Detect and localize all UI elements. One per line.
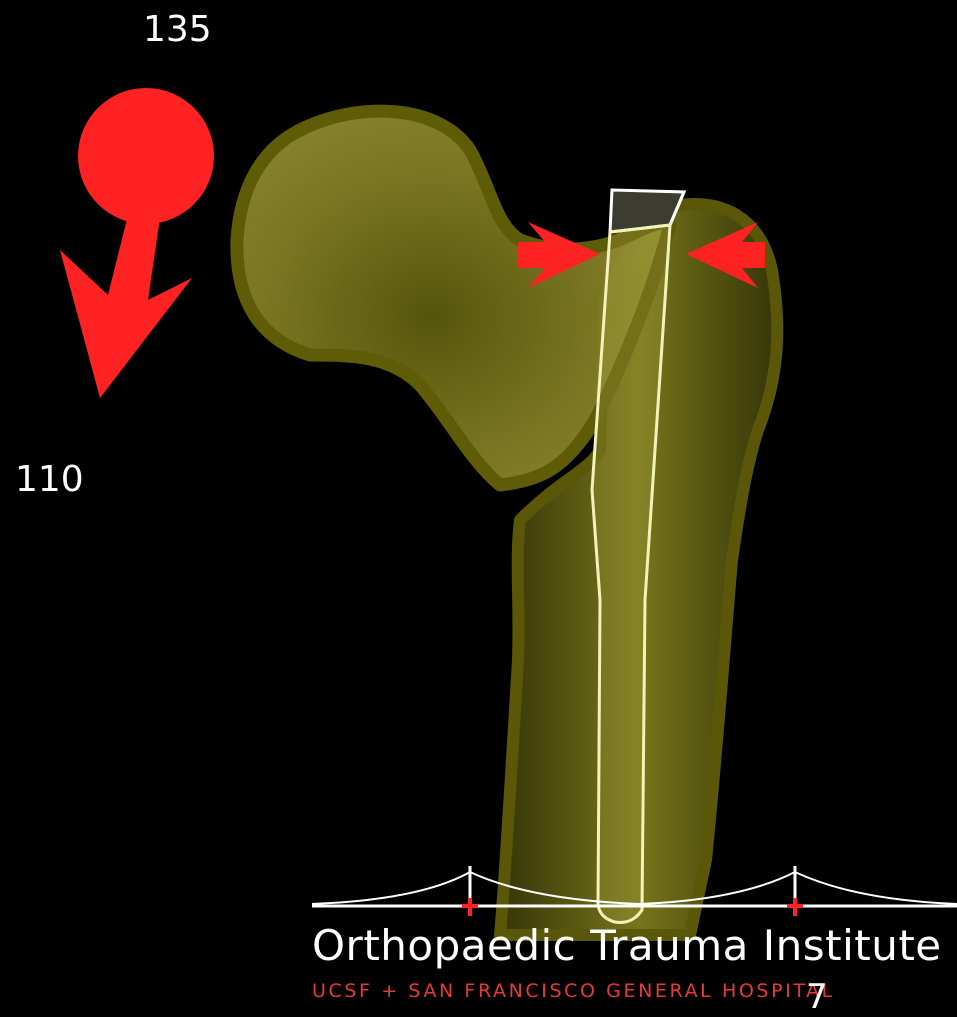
logo-title: Orthopaedic Trauma Institute [312,925,942,967]
logo-subtitle: UCSF + SAN FRANCISCO GENERAL HOSPITAL [312,982,835,1001]
force-arrow-icon [60,88,214,398]
angle-label-top: 135 [143,12,212,48]
angle-label-left: 110 [15,462,84,498]
slide-number: 7 [806,980,828,1014]
